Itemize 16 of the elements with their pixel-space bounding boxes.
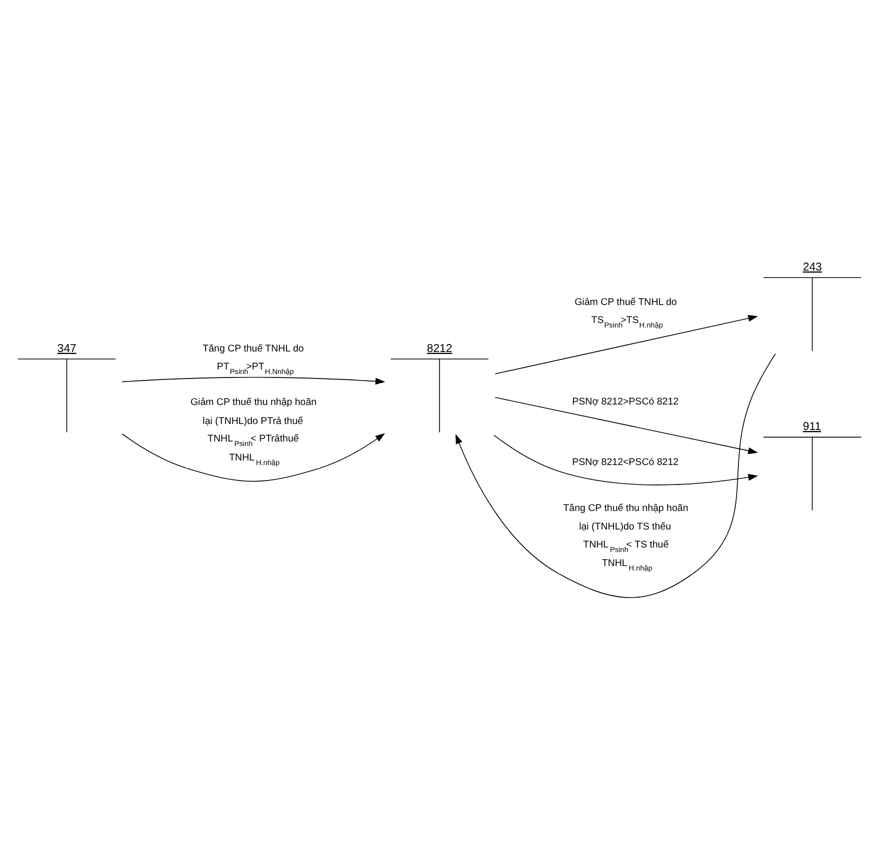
node-text: 347 xyxy=(57,342,76,354)
edge-label: Giảm CP thuế TNHL do TS$_{Psinh}$>TS$_{H.nhập}$ xyxy=(574,296,677,329)
node-text: 911 xyxy=(802,420,822,432)
edge-label: Tăng CP thuế thu nhập hoãn lại (TNHL)do TS thếu TNHL$_{Psinh}$< TS thuế TNHL$_{H.nhập}$ xyxy=(563,502,688,572)
arrow xyxy=(456,352,776,598)
arrow xyxy=(494,314,758,374)
arrow xyxy=(122,432,386,482)
node-text: 8212 xyxy=(426,342,452,354)
arrow xyxy=(122,376,386,384)
arrow xyxy=(494,396,758,454)
edge-label: Tăng CP thuế TNHL do PT$_{Psinh}$>PT$_{H.Nnhập}$ xyxy=(202,342,304,376)
node-text: 243 xyxy=(802,260,822,273)
edge-label: Giảm CP thuế thu nhập hoãn lại (TNHL)do PTrả thuế TNHL$_{Psinh}$< PTrảthuế TNHL$_{H.nhập}$ xyxy=(190,396,317,466)
edge-label: PSNợ 8212>PSCó 8212 xyxy=(572,396,679,408)
edge-label: PSNợ 8212<PSCó 8212 xyxy=(572,456,679,468)
arrow xyxy=(494,434,758,485)
